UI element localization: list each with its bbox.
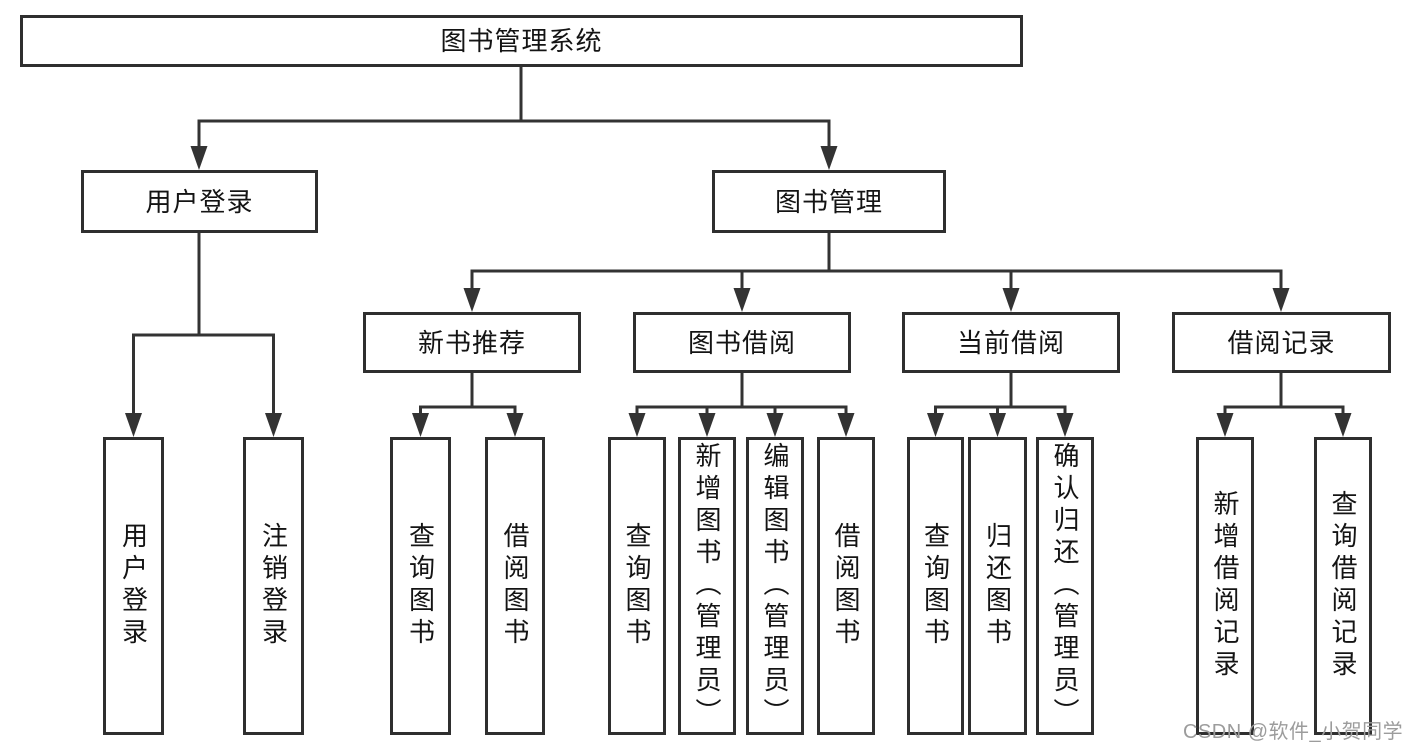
node-label: 借阅记录 [1227, 327, 1336, 358]
leaf-user-login: 用户登录 [103, 437, 164, 735]
node-label: 当前借阅 [956, 327, 1065, 358]
leaf-label: 新增借阅记录 [1210, 490, 1240, 682]
leaf-label: 查询借阅记录 [1328, 490, 1358, 682]
leaf-borrow-books: 借阅图书 [817, 437, 875, 735]
node-library-management-system: 图书管理系统 [20, 15, 1023, 67]
leaf-label: 查询图书 [920, 522, 951, 650]
node-new-book-recommend: 新书推荐 [363, 312, 581, 373]
leaf-logout: 注销登录 [243, 437, 304, 735]
leaf-query-books-recommend: 查询图书 [390, 437, 451, 735]
leaf-label: 借阅图书 [831, 522, 861, 650]
leaf-label: 编辑图书（管理员） [760, 442, 790, 730]
node-book-management: 图书管理 [712, 170, 946, 233]
leaf-borrow-books-recommend: 借阅图书 [485, 437, 545, 735]
leaf-label: 新增图书（管理员） [692, 442, 722, 730]
leaf-edit-books-admin: 编辑图书（管理员） [746, 437, 804, 735]
node-label: 新书推荐 [417, 327, 526, 358]
leaf-add-borrow-record: 新增借阅记录 [1196, 437, 1254, 735]
leaf-query-books-borrow: 查询图书 [608, 437, 666, 735]
leaf-label: 查询图书 [622, 522, 652, 650]
leaf-label: 查询图书 [405, 522, 436, 650]
leaf-query-books-current: 查询图书 [907, 437, 964, 735]
leaf-query-borrow-record: 查询借阅记录 [1314, 437, 1372, 735]
node-book-borrowing: 图书借阅 [633, 312, 851, 373]
node-label: 图书管理系统 [440, 26, 603, 56]
leaf-label: 确认归还（管理员） [1050, 442, 1080, 730]
node-current-borrowing: 当前借阅 [902, 312, 1120, 373]
leaf-add-books-admin: 新增图书（管理员） [678, 437, 736, 735]
leaf-label: 注销登录 [258, 522, 289, 650]
leaf-label: 借阅图书 [500, 522, 530, 650]
node-borrowing-records: 借阅记录 [1172, 312, 1391, 373]
leaf-return-books: 归还图书 [968, 437, 1027, 735]
node-label: 图书管理 [774, 186, 883, 217]
csdn-watermark: CSDN @软件_小贺同学 [1183, 721, 1404, 743]
leaf-label: 归还图书 [982, 522, 1013, 650]
node-user-login: 用户登录 [81, 170, 318, 233]
node-label: 用户登录 [145, 186, 254, 217]
leaf-label: 用户登录 [118, 522, 149, 650]
node-label: 图书借阅 [687, 327, 796, 358]
leaf-confirm-return-admin: 确认归还（管理员） [1036, 437, 1094, 735]
